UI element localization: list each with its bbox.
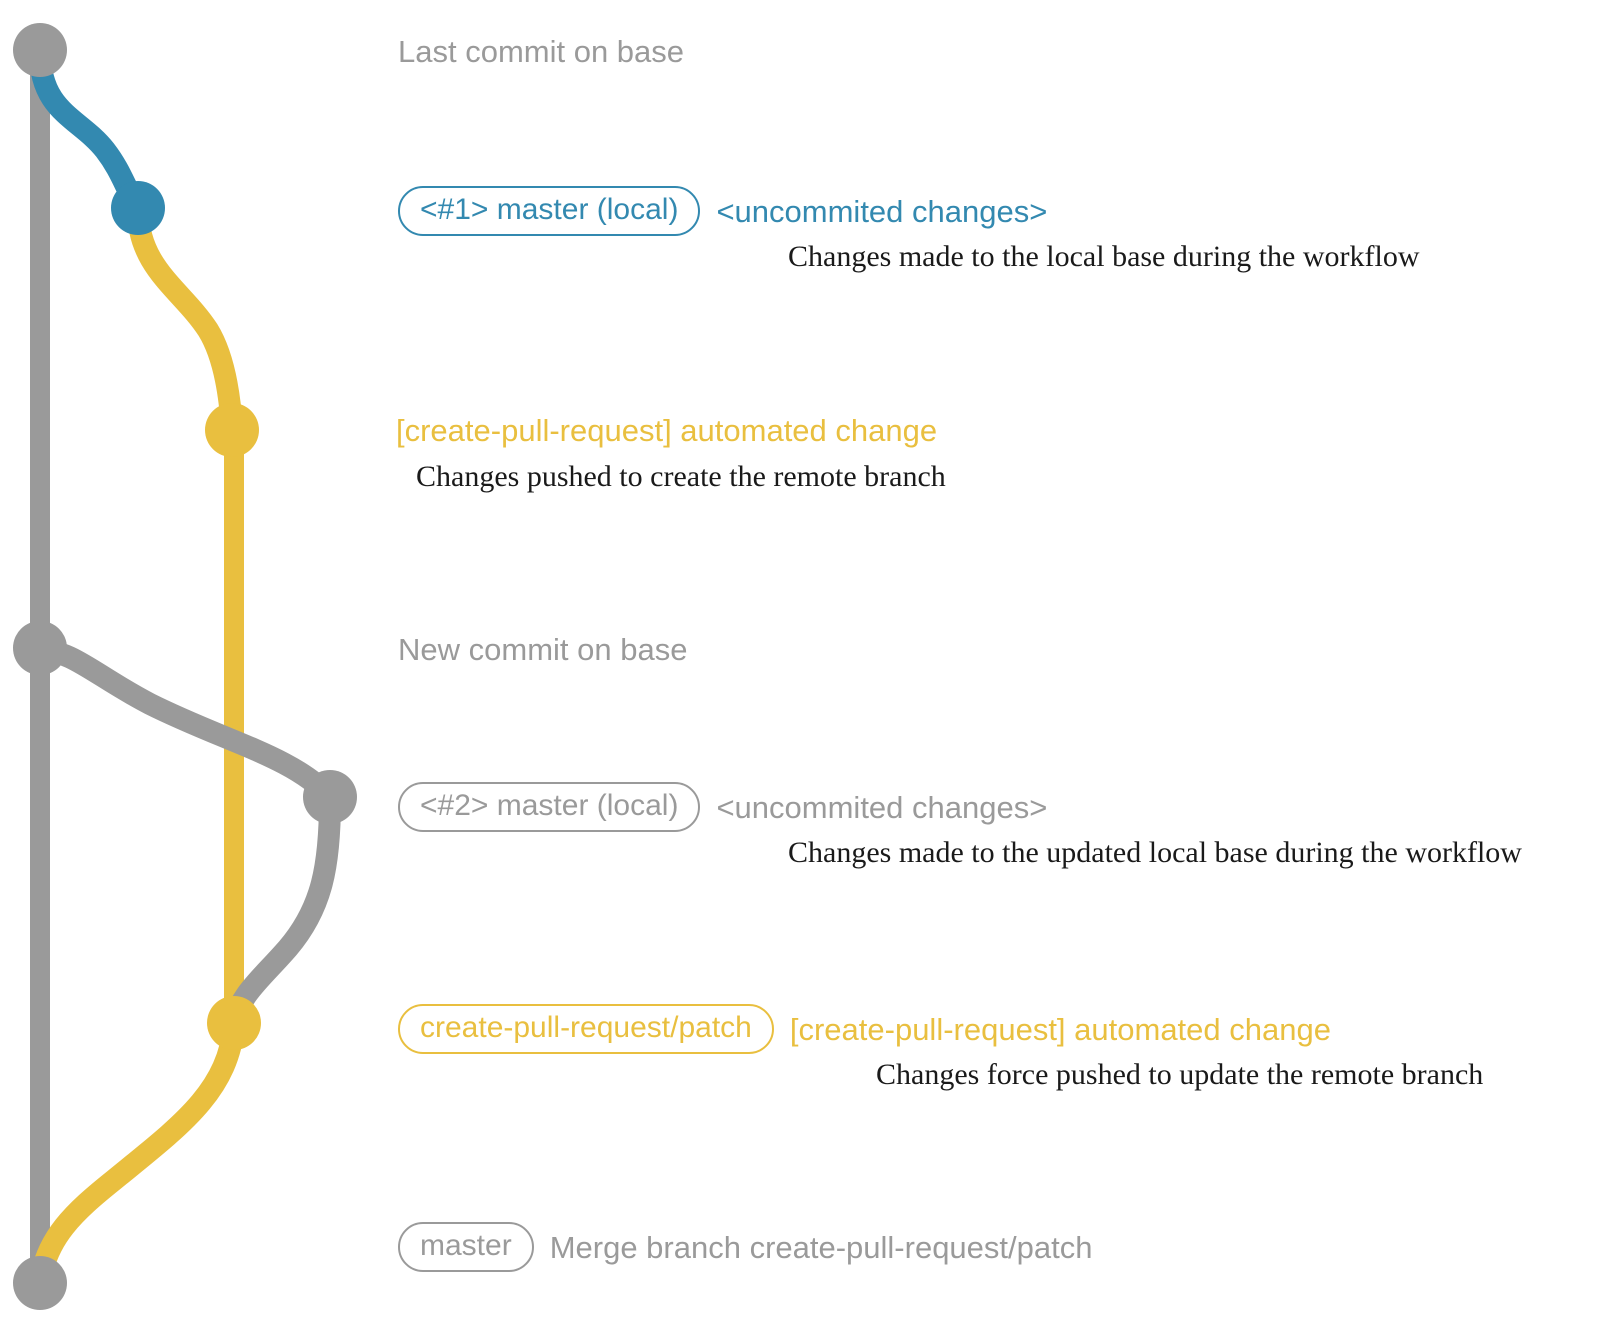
commit-node-master-local-2[interactable] (303, 770, 357, 824)
local-branch-2-line (29, 639, 341, 808)
commit-node-master-local-1[interactable] (111, 181, 165, 235)
local-to-patch-2-line (223, 788, 341, 1034)
branch-badge-master[interactable]: master (398, 1222, 534, 1272)
note-automated-change-1: Changes pushed to create the remote bran… (416, 460, 946, 493)
commit-subject-merge-commit: Merge branch create-pull-request/patch (549, 1229, 1093, 1265)
entry-automated-change-2: create-pull-request/patch [create-pull-r… (398, 1004, 1331, 1054)
commit-subject-automated-change-2: [create-pull-request] automated change (789, 1011, 1331, 1047)
commit-node-automated-change-1[interactable] (205, 403, 259, 457)
note-master-local-1: Changes made to the local base during th… (788, 240, 1420, 273)
entry-merge-commit: master Merge branch create-pull-request/… (398, 1222, 1092, 1272)
commit-subject-master-local-1: <uncommited changes> (716, 193, 1048, 229)
patch-branch-1-line (127, 199, 243, 441)
commit-subject-master-local-2: <uncommited changes> (716, 789, 1048, 825)
commit-node-automated-change-2[interactable] (207, 996, 261, 1050)
branch-badge-create-pull-request-patch[interactable]: create-pull-request/patch (398, 1004, 774, 1054)
headline-new-commit-on-base: New commit on base (398, 632, 688, 667)
entry-master-local-2: <#2> master (local) <uncommited changes> (398, 782, 1047, 832)
note-automated-change-2: Changes force pushed to update the remot… (876, 1058, 1484, 1091)
commit-node-merge-commit[interactable] (13, 1256, 67, 1310)
patch-merge-line (29, 1014, 245, 1294)
local-branch-1-line (29, 41, 149, 219)
headline-automated-change-1: [create-pull-request] automated change (396, 413, 938, 448)
commit-node-last-commit-on-base[interactable] (13, 23, 67, 77)
headline-last-commit-on-base: Last commit on base (398, 34, 685, 69)
entry-master-local-1: <#1> master (local) <uncommited changes> (398, 186, 1047, 236)
commit-node-new-commit-on-base[interactable] (13, 621, 67, 675)
note-master-local-2: Changes made to the updated local base d… (788, 836, 1522, 869)
branch-badge-master-local-1[interactable]: <#1> master (local) (398, 186, 701, 236)
branch-badge-master-local-2[interactable]: <#2> master (local) (398, 782, 701, 832)
